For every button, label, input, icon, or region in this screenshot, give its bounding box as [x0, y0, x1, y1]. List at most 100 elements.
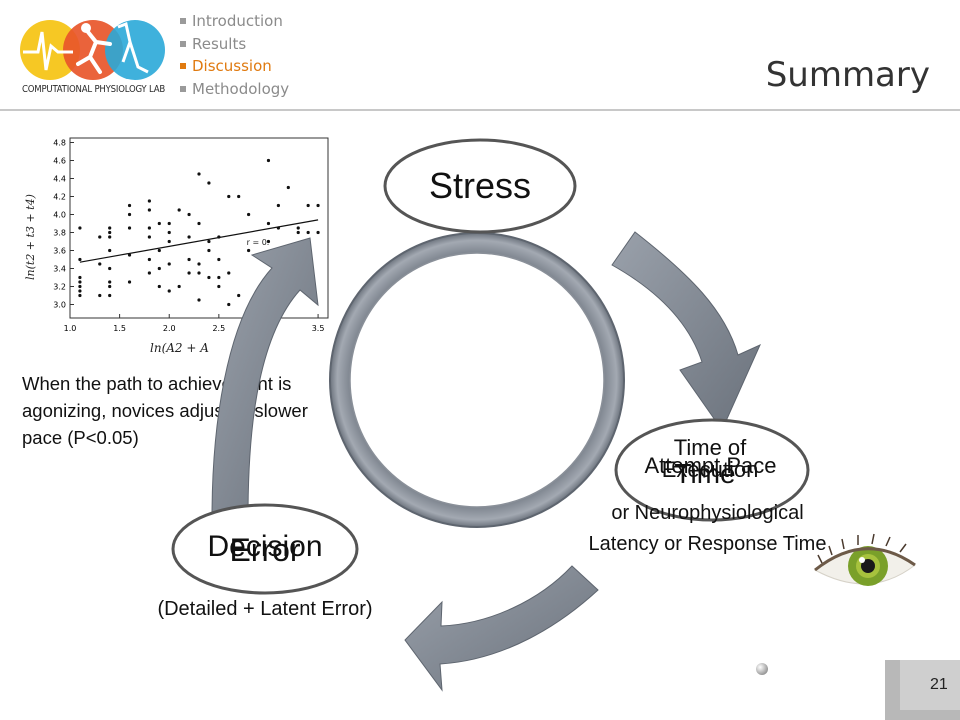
data-point [157, 221, 161, 226]
data-point [296, 226, 300, 230]
data-point [306, 230, 310, 235]
data-point [217, 257, 221, 262]
logo-text: COMPUTATIONAL PHYSIOLOGY LAB [22, 84, 166, 95]
data-point [187, 235, 191, 239]
data-point [78, 257, 82, 262]
y-tick-label: 4.6 [53, 157, 66, 166]
data-point [197, 262, 201, 266]
data-point [316, 203, 320, 208]
data-point [247, 248, 251, 253]
data-point [237, 194, 241, 199]
nav-item-methodology[interactable]: Methodology [180, 78, 289, 101]
x-tick-label: 2.5 [212, 324, 225, 333]
data-point [306, 203, 310, 208]
nav-label: Discussion [192, 57, 272, 75]
data-point [217, 275, 221, 280]
data-point [167, 239, 171, 244]
data-point [108, 235, 112, 239]
data-point [108, 293, 112, 298]
data-point [78, 289, 82, 293]
data-point [98, 262, 102, 266]
x-tick-label: 3.5 [312, 324, 325, 333]
error-label: Error [229, 532, 301, 568]
data-point [127, 280, 132, 284]
data-point [227, 271, 231, 275]
data-point [197, 172, 201, 176]
cycle-diagram [171, 138, 810, 692]
y-tick-label: 3.8 [53, 229, 66, 238]
data-point [78, 275, 82, 280]
data-point [147, 235, 151, 239]
nav-item-results[interactable]: Results [180, 33, 289, 56]
y-tick-label: 4.8 [53, 139, 66, 148]
data-point [177, 208, 181, 212]
error-node [171, 503, 359, 595]
data-point [197, 298, 201, 302]
data-point [147, 271, 151, 275]
data-point [127, 226, 132, 230]
y-tick-label: 3.0 [53, 301, 66, 310]
nav-item-introduction[interactable]: Introduction [180, 10, 289, 33]
data-point [167, 221, 171, 226]
data-point [227, 194, 231, 199]
x-tick-label: 1.0 [64, 324, 77, 333]
data-point [108, 284, 112, 289]
data-point [78, 280, 82, 284]
data-point [266, 158, 271, 163]
x-axis-label: ln(A2 + A [150, 341, 209, 355]
data-point [157, 248, 161, 253]
lab-logo [20, 20, 165, 80]
y-tick-label: 4.2 [53, 193, 66, 202]
data-point [237, 293, 241, 298]
stress-node [383, 138, 577, 234]
nav-dot[interactable] [756, 663, 768, 675]
data-point [266, 239, 271, 244]
correlation-label: r = 0. [247, 238, 270, 247]
bullet-icon [180, 40, 186, 47]
data-point [177, 284, 181, 289]
y-axis-label: ln(t2 + t3 + t4) [24, 194, 37, 280]
data-point [197, 221, 201, 226]
bullet-icon [180, 63, 186, 70]
data-point [167, 289, 171, 293]
bullet-icon [180, 85, 186, 92]
cycle-ring-inner [349, 252, 605, 508]
nav-item-discussion[interactable]: Discussion [180, 55, 289, 78]
data-point [108, 226, 112, 230]
time-sub-label: or Neurophysiological Latency or Respons… [588, 502, 827, 555]
nav-label: Methodology [192, 79, 290, 98]
data-point [207, 181, 211, 185]
slide-title: Summary [765, 55, 930, 95]
y-tick-label: 3.2 [53, 283, 66, 292]
data-point [78, 293, 82, 298]
y-tick-label: 4.4 [53, 175, 66, 184]
decision-label: Decision [207, 530, 323, 563]
y-tick-label: 3.6 [53, 247, 66, 256]
data-point [207, 239, 211, 244]
data-point [187, 212, 191, 217]
data-point [147, 257, 151, 262]
eye-icon [814, 533, 916, 586]
data-point [197, 271, 201, 275]
data-point [296, 230, 300, 235]
data-point [127, 253, 132, 257]
data-point [167, 230, 171, 235]
time-node [614, 418, 810, 522]
data-point [157, 266, 161, 271]
error-sub-label: (Detailed + Latent Error) [157, 598, 373, 620]
data-point [108, 266, 112, 271]
data-point [127, 203, 132, 208]
data-point [147, 199, 151, 203]
page-number: 21 [930, 676, 948, 693]
data-point [157, 284, 161, 289]
data-point [247, 212, 251, 217]
data-point [147, 226, 151, 230]
data-point [167, 262, 171, 266]
fit-line [79, 219, 319, 263]
data-point [286, 185, 290, 190]
data-point [147, 208, 151, 212]
data-point [276, 203, 280, 208]
data-point [78, 226, 82, 230]
data-point [227, 302, 231, 307]
time-label: Time [674, 458, 736, 489]
